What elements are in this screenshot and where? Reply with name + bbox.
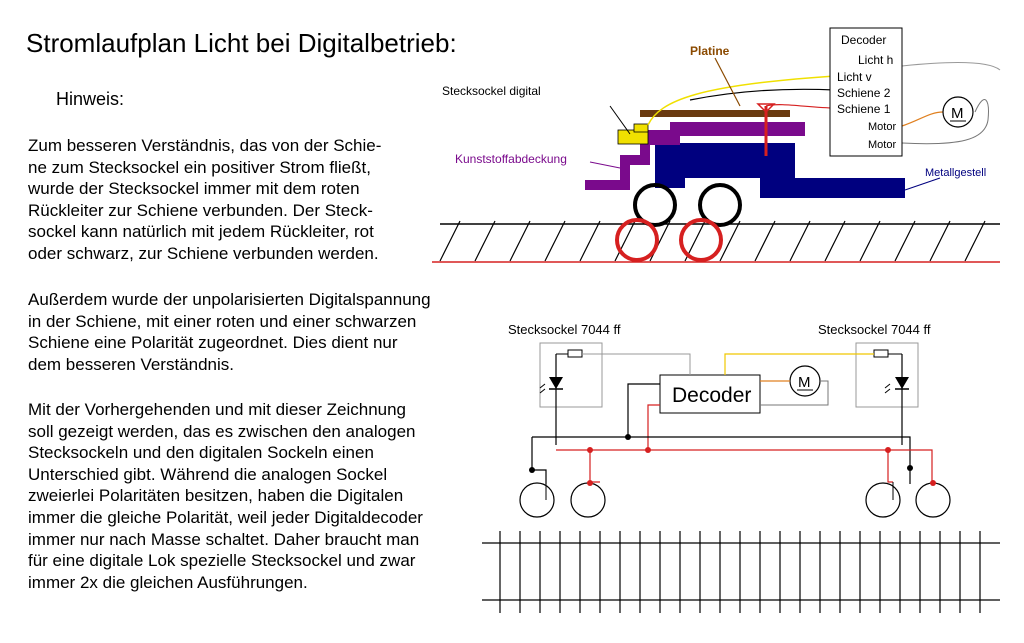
- paragraph-1: Zum besseren Verständnis, das von der Sc…: [28, 136, 382, 263]
- wheel-br-1: [865, 482, 901, 518]
- platine-board: [640, 110, 790, 117]
- decoder-pin-schiene-2: Schiene 2: [837, 86, 891, 100]
- socket-right-box: [855, 342, 919, 408]
- bus-black: [531, 436, 911, 470]
- wheel-black-2: [698, 183, 742, 227]
- motor-symbol-top: [942, 96, 974, 128]
- metal-frame: [655, 143, 905, 198]
- bottom-wiring-diagram: Stecksockel 7044 ff Stecksockel 7044 ff …: [482, 322, 1000, 613]
- wire-motor-1: [901, 111, 944, 127]
- wire-yellow: [647, 75, 836, 126]
- top-locomotive-diagram: Platine Stecksockel digital Kunststoffab…: [432, 27, 1001, 263]
- label-stecksockel-digital: Stecksockel digital: [442, 84, 541, 98]
- wire-black: [689, 88, 836, 101]
- decoder-box-bottom: [659, 374, 761, 414]
- label-metallgestell: Metallgestell: [925, 167, 986, 179]
- svg-text:M: M: [798, 374, 811, 391]
- paragraph-3: Mit der Vorhergehenden und mit dieser Ze…: [28, 400, 423, 592]
- socket-right-label: Stecksockel 7044 ff: [818, 322, 931, 337]
- track-sleepers: [499, 531, 981, 613]
- decoder-label-bottom: Decoder: [672, 384, 751, 407]
- note-heading: Hinweis:: [56, 89, 125, 109]
- wheel-red-2: [679, 218, 723, 262]
- wire-grey-out: [901, 62, 1001, 71]
- wheel-bl-2: [570, 482, 606, 518]
- decoder-pin-licht-h: Licht h: [858, 53, 893, 67]
- page-title: Stromlaufplan Licht bei Digitalbetrieb:: [26, 28, 457, 58]
- wheel-bl-1: [519, 482, 555, 518]
- decoder-pin-motor-2: Motor: [868, 139, 896, 151]
- led-left: [549, 377, 563, 389]
- label-platine: Platine: [690, 44, 730, 58]
- wire-motor-2: [901, 99, 989, 145]
- paragraph-2: Außerdem wurde der unpolarisierten Digit…: [28, 290, 431, 374]
- wheel-br-2: [915, 482, 951, 518]
- bus-red: [556, 449, 933, 482]
- stecksockel-digital-part: [617, 129, 649, 145]
- svg-text:M: M: [951, 105, 964, 122]
- socket-left-box: [539, 342, 603, 408]
- ground-hatching: [439, 220, 986, 262]
- decoder-box-top: [829, 27, 903, 157]
- label-kunststoffabdeckung: Kunststoffabdeckung: [455, 152, 567, 166]
- wire-red: [765, 104, 836, 109]
- led-right: [895, 377, 909, 389]
- decoder-title-top: Decoder: [841, 33, 886, 47]
- decoder-pin-motor-1: Motor: [868, 121, 896, 133]
- wheel-red-1: [615, 218, 659, 262]
- socket-left-label: Stecksockel 7044 ff: [508, 322, 621, 337]
- wheel-black-1: [633, 183, 677, 227]
- decoder-pin-licht-v: Licht v: [837, 70, 872, 84]
- decoder-pin-schiene-1: Schiene 1: [837, 102, 891, 116]
